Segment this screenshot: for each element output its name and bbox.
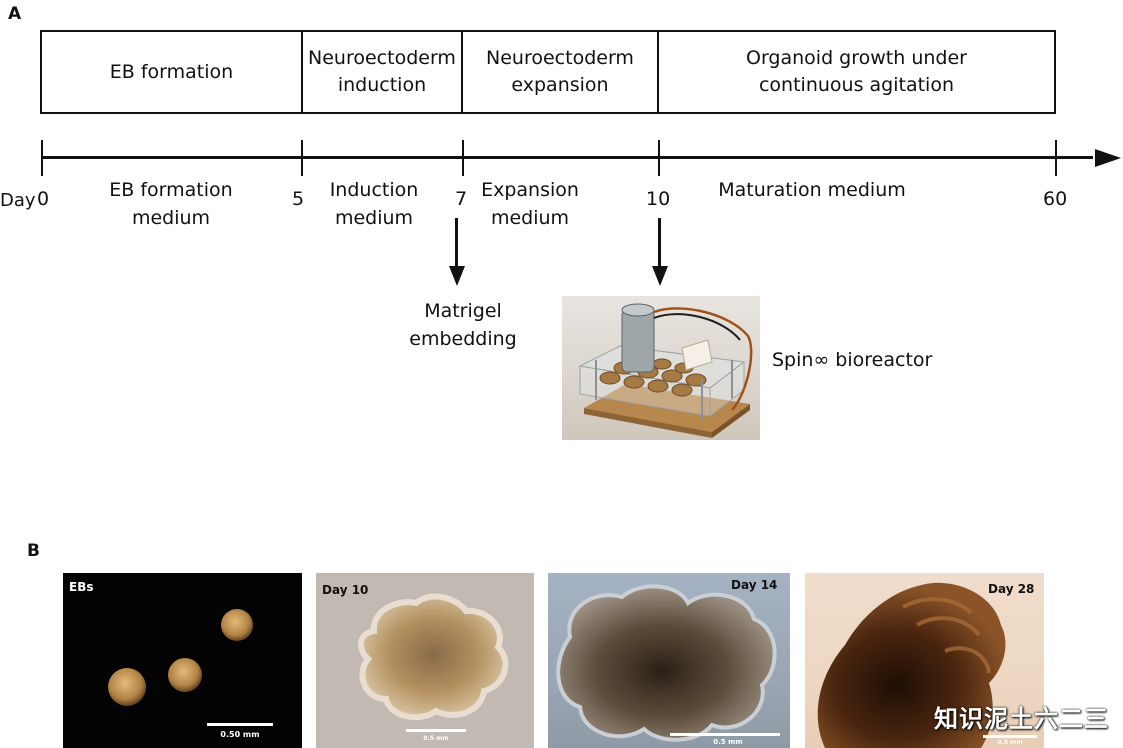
photo-day-28: Day 28 0.5 mm xyxy=(805,573,1044,748)
bioreactor-arrow-shaft xyxy=(658,218,661,268)
medium-induction: Induction medium xyxy=(329,179,419,229)
timeline-arrowhead xyxy=(1095,149,1121,167)
bioreactor-arrow-head xyxy=(652,266,668,286)
scalebar-day-10 xyxy=(406,729,466,732)
tick-day-7 xyxy=(462,140,464,176)
photo-day-10: Day 10 0.5 mm xyxy=(316,573,534,748)
day-prefix-label: Day xyxy=(0,190,36,211)
scalebar-day-14 xyxy=(670,733,780,736)
stage-neuroectoderm-induction: Neuroectoderm induction xyxy=(301,30,463,114)
stage-label: Neuroectoderm expansion xyxy=(486,47,634,96)
photo-label-day-10: Day 10 xyxy=(322,583,369,597)
medium-maturation: Maturation medium xyxy=(718,179,906,201)
timeline-axis xyxy=(41,156,1093,159)
bioreactor-photo xyxy=(562,296,760,440)
medium-expansion: Expansion medium xyxy=(481,179,579,229)
stage-label: Organoid growth under continuous agitati… xyxy=(746,47,967,96)
tick-day-10 xyxy=(658,140,660,176)
matrigel-arrow-shaft xyxy=(455,218,458,268)
scalebar-ebs xyxy=(207,723,273,726)
scale-text-day-14: 0.5 mm xyxy=(713,738,743,746)
scale-text-day-10: 0.5 mm xyxy=(423,735,449,742)
ebs-cells xyxy=(108,609,253,706)
photo-label-day-28: Day 28 xyxy=(988,582,1035,596)
day-label-0: 0 xyxy=(37,188,50,210)
stage-eb-formation: EB formation xyxy=(40,30,303,114)
watermark-text: 知识泥土六二三 xyxy=(934,705,1109,733)
panel-a-letter: A xyxy=(8,4,22,24)
day-28-organoid xyxy=(817,582,1006,748)
stage-label: Neuroectoderm induction xyxy=(308,47,456,96)
day-14-organoid xyxy=(556,584,777,742)
bioreactor-illustration xyxy=(578,303,753,438)
scale-text-ebs: 0.50 mm xyxy=(220,730,260,739)
bioreactor-note: Spin∞ bioreactor xyxy=(772,349,933,371)
panel-b-letter: B xyxy=(27,541,40,561)
day-label-60: 60 xyxy=(1043,188,1068,210)
tick-day-0 xyxy=(41,140,43,176)
day-label-10: 10 xyxy=(646,188,671,210)
tick-day-60 xyxy=(1055,140,1057,176)
day-10-organoid xyxy=(357,593,509,721)
scale-text-day-28: 0.5 mm xyxy=(997,739,1023,746)
tick-day-5 xyxy=(301,140,303,176)
photo-label-ebs: EBs xyxy=(69,580,94,594)
stage-neuroectoderm-expansion: Neuroectoderm expansion xyxy=(461,30,659,114)
stage-label: EB formation xyxy=(109,60,234,83)
photo-ebs: EBs 0.50 mm xyxy=(63,573,302,748)
photo-label-day-14: Day 14 xyxy=(731,578,778,592)
medium-eb-formation: EB formation medium xyxy=(109,179,233,229)
matrigel-embedding-note: Matrigel embedding xyxy=(409,300,517,350)
scalebar-day-28 xyxy=(983,735,1037,738)
day-label-7: 7 xyxy=(455,188,468,210)
matrigel-arrow-head xyxy=(449,266,465,286)
photo-day-14: Day 14 0.5 mm xyxy=(548,573,790,748)
day-label-5: 5 xyxy=(292,188,305,210)
stage-organoid-growth: Organoid growth under continuous agitati… xyxy=(657,30,1056,114)
